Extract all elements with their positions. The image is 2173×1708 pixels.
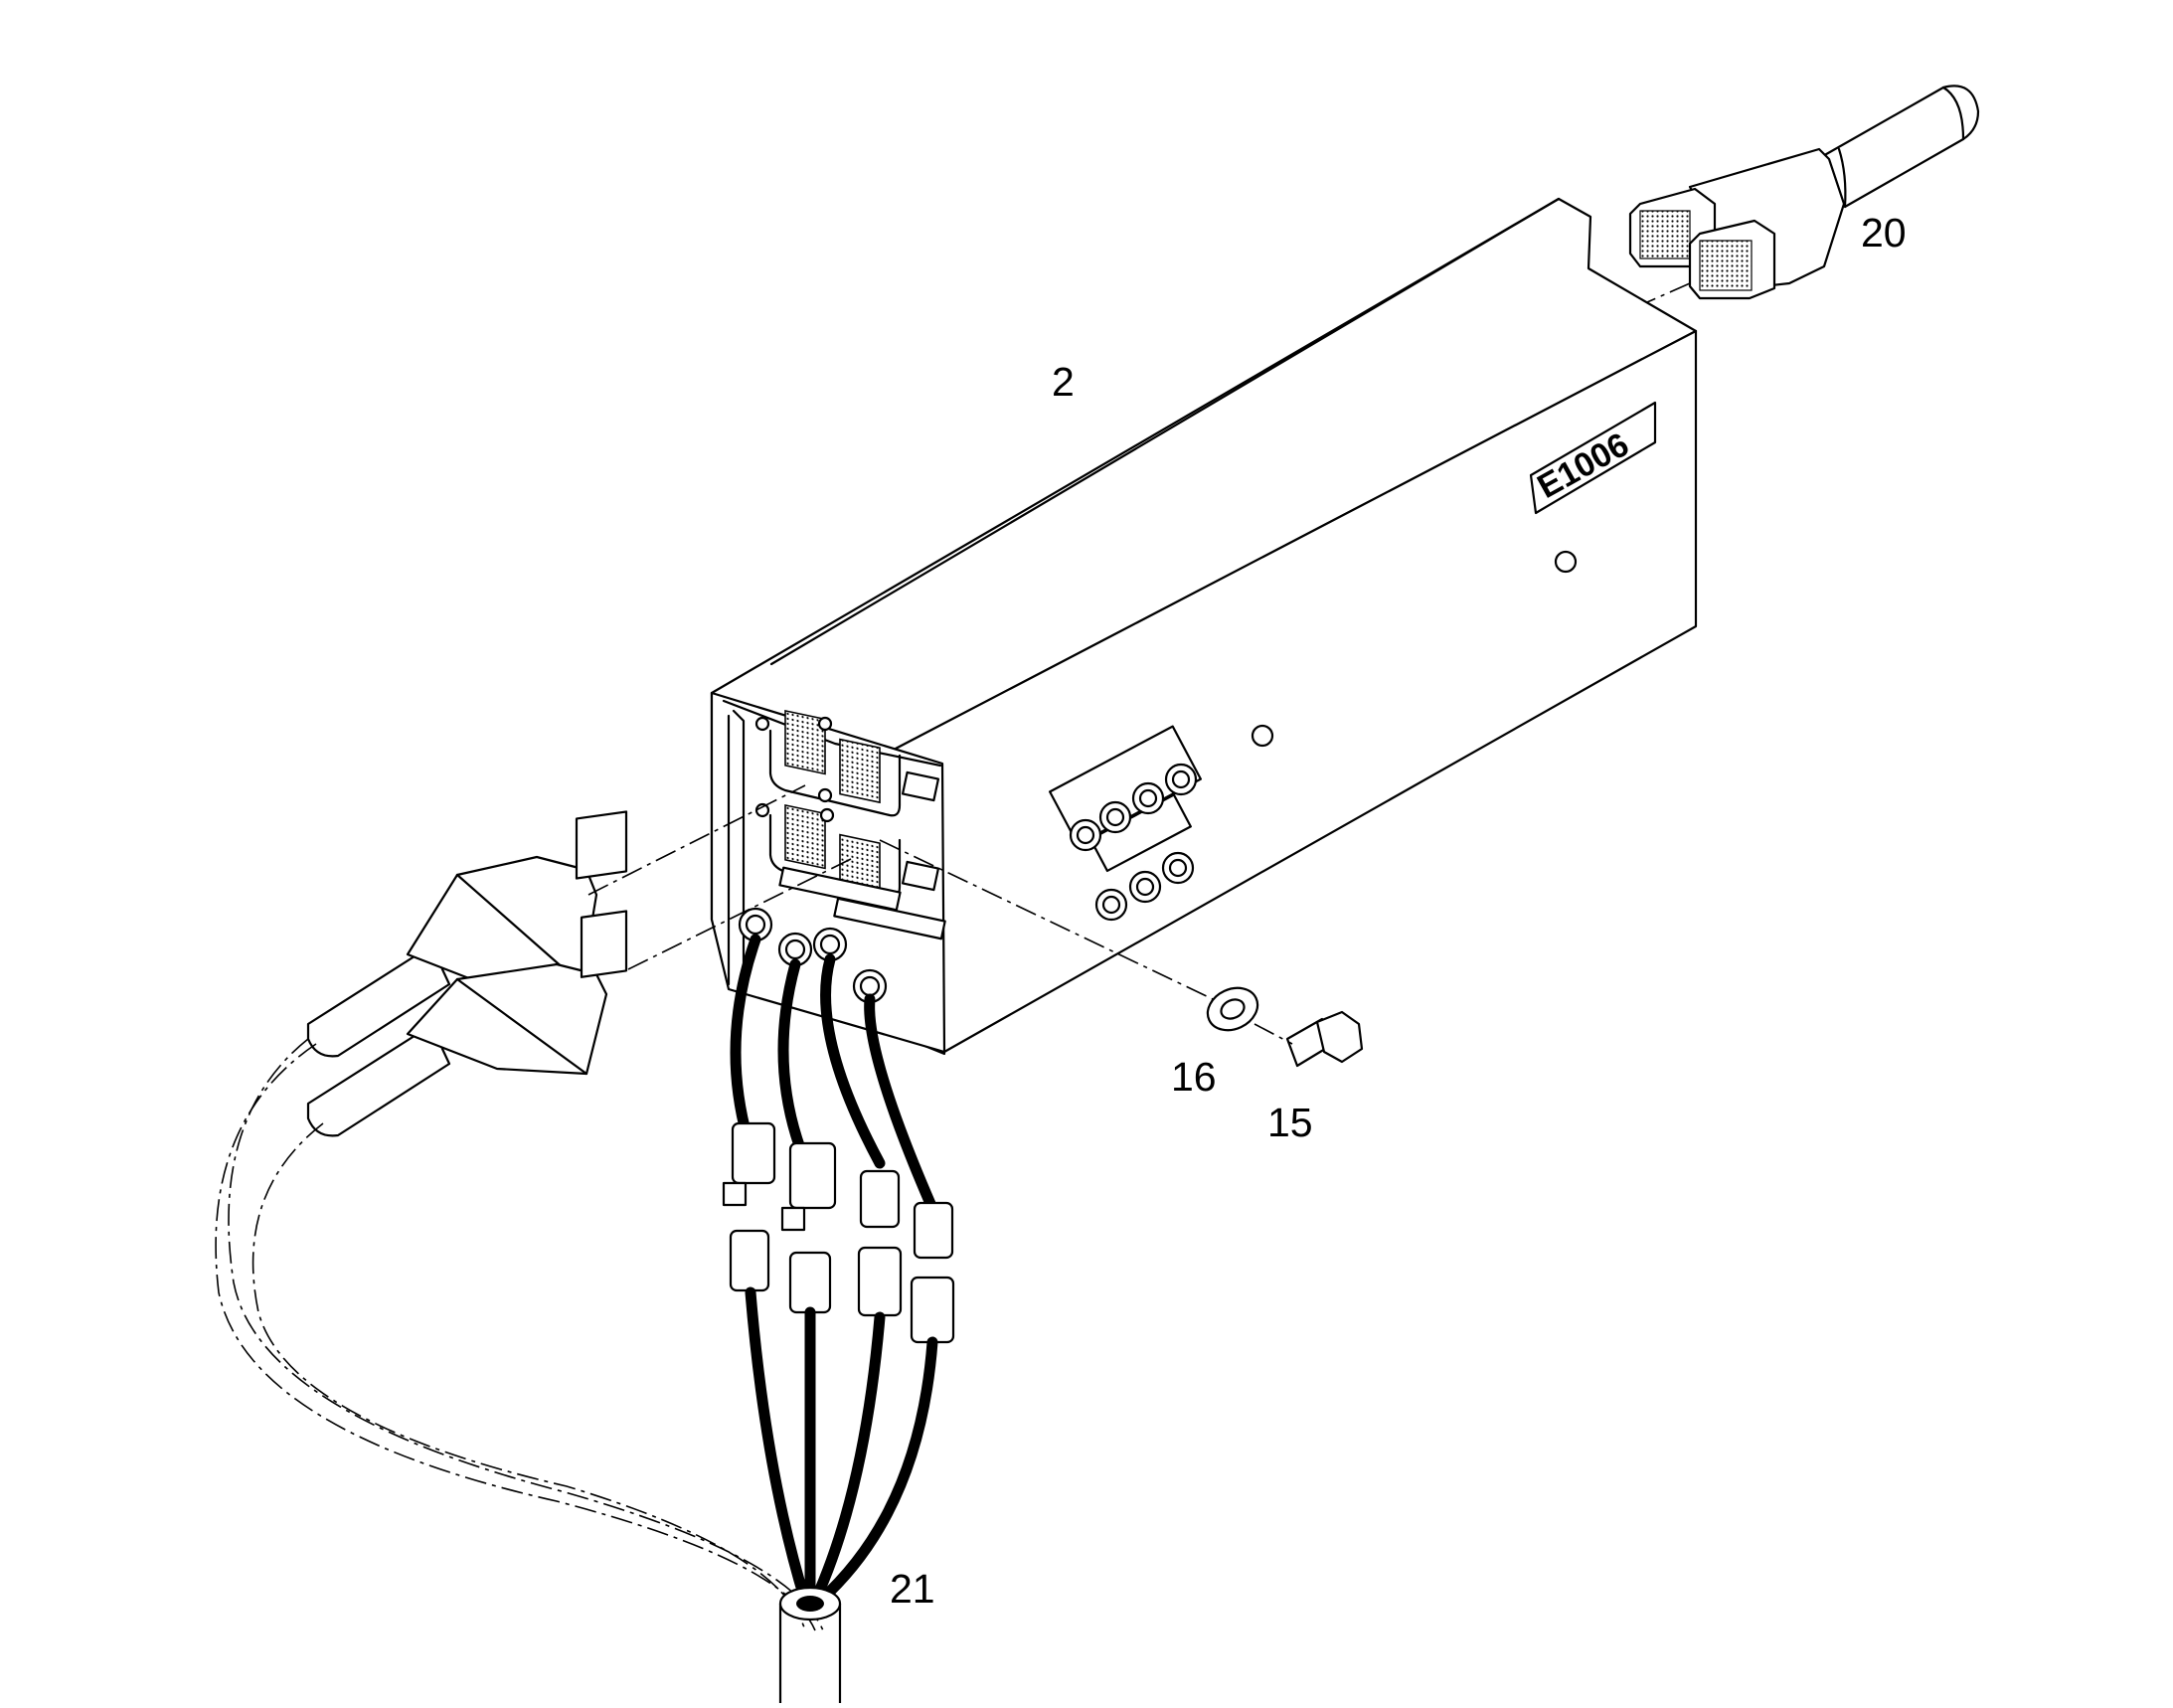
unit-2: E1006 <box>710 197 1698 1056</box>
callout-20: 20 <box>1861 210 1907 256</box>
signal-cables <box>722 934 955 1607</box>
washer-16 <box>1206 986 1259 1032</box>
bolt-15 <box>1285 1010 1364 1068</box>
callout-21: 21 <box>890 1566 935 1612</box>
side-glands <box>1049 725 1202 922</box>
front-glands <box>738 907 888 1004</box>
side-nut <box>1251 724 1274 748</box>
left-connectors <box>215 784 856 1631</box>
callout-16: 16 <box>1171 1054 1217 1100</box>
callout-2: 2 <box>1052 359 1075 405</box>
bolt-guide-line <box>879 839 1214 1000</box>
connector-20 <box>1621 85 1980 314</box>
callout-15: 15 <box>1267 1100 1313 1145</box>
bolt-guide-line <box>1254 1023 1293 1045</box>
bundle-21 <box>778 1586 842 1703</box>
side-nut <box>1554 550 1578 574</box>
